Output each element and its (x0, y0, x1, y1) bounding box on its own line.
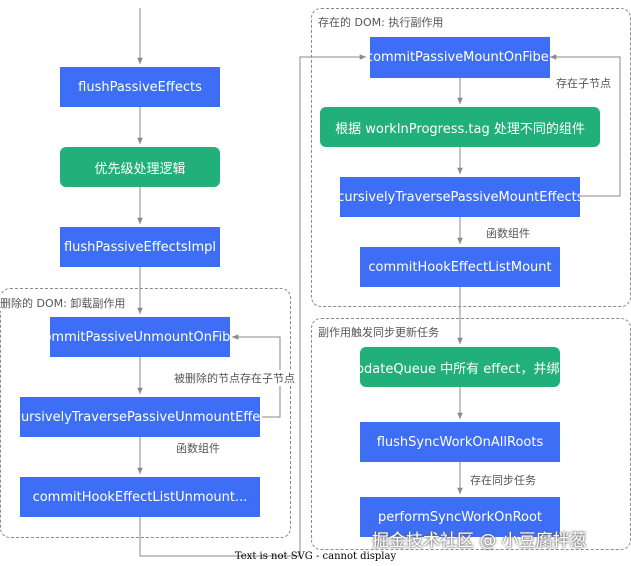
perform-sync-label: performSyncWorkOnRoot (377, 509, 543, 525)
has-sync-task-edge-label: 存在同步任务 (470, 472, 536, 488)
footer-note: Text is not SVG - cannot display (234, 551, 397, 562)
commit-passive-unmount-node: commitPassiveUnmountOnFiber (50, 317, 230, 357)
update-queue-node: updateQueue 中所有 effect，并绑定 (360, 347, 560, 387)
handle-tags-label: 根据 workInProgress.tag 处理不同的组件 (335, 121, 585, 137)
recursively-mount-label: recursivelyTraversePassiveMountEffects..… (340, 189, 580, 205)
flush-passive-effects-node: flushPassiveEffects (60, 67, 220, 107)
sync-group-label: 副作用触发同步更新任务 (318, 326, 439, 339)
handle-tags-node: 根据 workInProgress.tag 处理不同的组件 (320, 107, 600, 147)
deleted-children-edge-label: 被删除的节点存在子节点 (174, 370, 295, 386)
priority-logic-node: 优先级处理逻辑 (60, 147, 220, 187)
recursively-mount-node: recursivelyTraversePassiveMountEffects..… (340, 177, 580, 217)
commit-hook-mount-label: commitHookEffectListMount (368, 259, 552, 275)
flush-passive-effects-impl-node: flushPassiveEffectsImpl (60, 227, 220, 267)
commit-hook-unmount-label: commitHookEffectListUnmount... (32, 489, 248, 505)
flush-sync-label: flushSyncWorkOnAllRoots (376, 434, 544, 450)
deletion-group (0, 288, 291, 538)
commit-passive-unmount-label: commitPassiveUnmountOnFiber (50, 329, 230, 345)
function-component-right-edge-label: 函数组件 (486, 225, 530, 241)
recursively-unmount-node: recursivelyTraversePassiveUnmountEffects (20, 397, 260, 437)
flush-sync-node: flushSyncWorkOnAllRoots (360, 422, 560, 462)
edge-recursive-loop-right (550, 54, 621, 197)
commit-passive-mount-label: commitPassiveMountOnFiber (370, 50, 550, 65)
perform-sync-node: performSyncWorkOnRoot (360, 497, 560, 537)
commit-hook-mount-node: commitHookEffectListMount (360, 247, 560, 287)
update-queue-label: updateQueue 中所有 effect，并绑定 (360, 361, 560, 377)
flush-passive-effects-impl-label: flushPassiveEffectsImpl (63, 239, 217, 255)
commit-passive-mount-node: commitPassiveMountOnFiber (370, 37, 550, 78)
priority-logic-label: 优先级处理逻辑 (94, 161, 186, 177)
recursively-unmount-label: recursivelyTraversePassiveUnmountEffects (20, 409, 260, 425)
commit-hook-unmount-node: commitHookEffectListUnmount... (20, 477, 260, 517)
existing-group-label: 存在的 DOM: 执行副作用 (318, 16, 444, 29)
deletion-group-label: 删除的 DOM: 卸载副作用 (0, 295, 126, 311)
function-component-left-edge-label: 函数组件 (176, 440, 220, 456)
has-children-edge-label: 存在子节点 (556, 75, 611, 91)
edge-cross-to-right (139, 54, 366, 557)
flush-passive-effects-label: flushPassiveEffects (78, 79, 202, 95)
watermark: 掘金技术社区 @ 小豆腐拌葱 (372, 531, 587, 551)
